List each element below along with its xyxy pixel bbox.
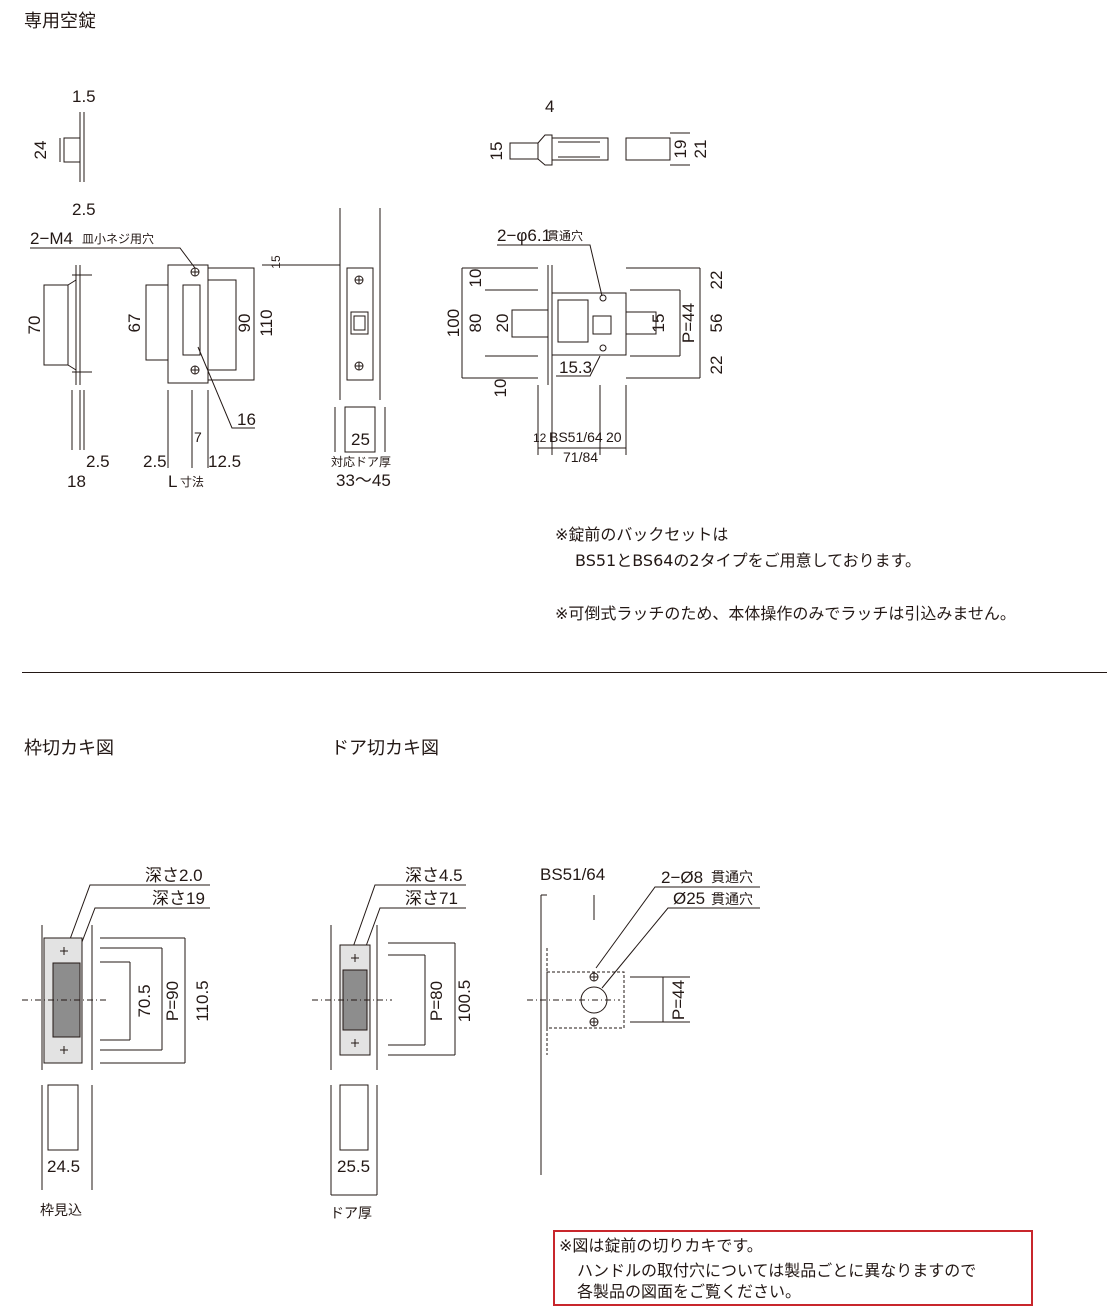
dim-lock-20b: 20 bbox=[606, 429, 622, 445]
dim-screw: 2−M4 bbox=[30, 229, 73, 248]
frame-cut-view bbox=[22, 925, 186, 1190]
dim-strike-2-5: 2.5 bbox=[72, 200, 96, 219]
dim-frame-depth19: 深さ19 bbox=[152, 889, 205, 908]
dim-lock-p44: P=44 bbox=[679, 303, 698, 343]
dim-lock-12: 12 bbox=[533, 431, 547, 445]
dim-door-depth4-5: 深さ4.5 bbox=[405, 866, 463, 885]
dim-strike-12-5: 12.5 bbox=[208, 452, 241, 471]
dim-hole-8: 2−Ø8 bbox=[661, 868, 703, 887]
note-backset-2: BS51とBS64の2タイプをご用意しております。 bbox=[575, 551, 922, 570]
dim-frame-p90: P=90 bbox=[163, 981, 182, 1021]
dim-door-depth71: 深さ71 bbox=[405, 889, 458, 908]
dim-lock-10a: 10 bbox=[466, 269, 485, 288]
dim-lock-hole: 2−φ6.1 bbox=[497, 226, 551, 245]
dim-hole-25: Ø25 bbox=[673, 889, 705, 908]
dim-hole-8-note: 貫通穴 bbox=[711, 869, 753, 885]
dim-lock-bs: BS51/64 bbox=[549, 429, 603, 445]
dim-strike-67: 67 bbox=[125, 314, 144, 333]
caution-line-3: 各製品の図面をご覧ください。 bbox=[577, 1282, 802, 1301]
dim-lock-19: 19 bbox=[671, 140, 690, 159]
caution-line-2: ハンドルの取付穴については製品ごとに異なりますので bbox=[577, 1261, 977, 1280]
dim-strike-70: 70 bbox=[25, 316, 44, 335]
dim-lock-22a: 22 bbox=[707, 271, 726, 290]
title-door-cut: ドア切カキ図 bbox=[331, 738, 439, 759]
dim-strike-90: 90 bbox=[235, 314, 254, 333]
dim-door-25: 25 bbox=[351, 430, 370, 449]
dim-lock-22b: 22 bbox=[707, 356, 726, 375]
dim-lock-15-3: 15.3 bbox=[559, 358, 592, 377]
dim-strike-110: 110 bbox=[257, 309, 276, 336]
dim-lock-80: 80 bbox=[466, 314, 485, 333]
dim-strike-1-5: 1.5 bbox=[72, 87, 96, 106]
dim-frame-depth-label: 枠見込 bbox=[40, 1202, 82, 1218]
section-divider bbox=[22, 672, 1107, 673]
caution-box: ※図は錠前の切りカキです。 ハンドルの取付穴については製品ごとに異なりますので … bbox=[553, 1230, 1033, 1306]
dim-door-thk-label2: ドア厚 bbox=[330, 1205, 372, 1221]
dim-strike-24: 24 bbox=[31, 141, 50, 160]
dim-frame-depth2: 深さ2.0 bbox=[145, 866, 203, 885]
door-cut-view bbox=[312, 925, 456, 1196]
lock-top-view bbox=[509, 132, 690, 166]
dim-hole-p44: P=44 bbox=[669, 980, 688, 1020]
note-backset-1: ※錠前のバックセットは bbox=[555, 525, 729, 544]
dim-strike-2-5c: 2.5 bbox=[143, 452, 167, 471]
caution-line-1: ※図は錠前の切りカキです。 bbox=[559, 1236, 763, 1255]
dim-frame-70-5: 70.5 bbox=[135, 984, 154, 1017]
title-frame-cut: 枠切カキ図 bbox=[24, 738, 114, 759]
note-latch: ※可倒式ラッチのため、本体操作のみでラッチは引込みません。 bbox=[555, 604, 1016, 623]
dim-door-25-5: 25.5 bbox=[337, 1157, 370, 1176]
dim-lock-100: 100 bbox=[444, 309, 463, 337]
dim-lock-total: 71/84 bbox=[563, 449, 598, 465]
dim-strike-16: 16 bbox=[237, 410, 256, 429]
title-main: 専用空錠 bbox=[24, 11, 96, 32]
dim-screw-note: 皿小ネジ用穴 bbox=[82, 231, 154, 246]
dim-door-p80: P=80 bbox=[427, 981, 446, 1021]
dim-lock-56: 56 bbox=[707, 314, 726, 333]
dim-strike-lsize-sub: 寸法 bbox=[180, 475, 204, 489]
dim-strike-lsize: L bbox=[168, 472, 177, 491]
dim-lock-hole-note: 貫通穴 bbox=[547, 228, 583, 243]
dim-hole-bs: BS51/64 bbox=[540, 865, 605, 884]
strike-side-view bbox=[59, 112, 85, 182]
dim-lock-20: 20 bbox=[493, 314, 512, 333]
dim-door-range: 33〜45 bbox=[336, 471, 391, 490]
dim-strike-2-5b: 2.5 bbox=[86, 452, 110, 471]
dim-strike-7: 7 bbox=[194, 429, 202, 445]
dim-lock-4: 4 bbox=[545, 97, 554, 116]
dim-lock-15: 15 bbox=[487, 142, 506, 161]
dim-lock-15b: 15 bbox=[649, 314, 668, 333]
dim-door-thk-label: 対応ドア厚 bbox=[331, 455, 391, 469]
dim-frame-110-5: 110.5 bbox=[193, 980, 212, 1021]
handle-hole-view bbox=[527, 894, 690, 1175]
strike-front-view bbox=[145, 264, 255, 468]
dim-lock-21: 21 bbox=[691, 140, 710, 159]
dim-strike-18: 18 bbox=[67, 472, 86, 491]
lock-front-view bbox=[461, 265, 701, 455]
dim-door-100-5: 100.5 bbox=[455, 980, 474, 1023]
door-face-view bbox=[334, 208, 386, 453]
dim-lock-10b: 10 bbox=[491, 379, 510, 398]
dim-hole-25-note: 貫通穴 bbox=[711, 891, 753, 907]
dim-frame-24-5: 24.5 bbox=[47, 1157, 80, 1176]
dim-strike-15: 15 bbox=[269, 255, 283, 269]
strike-frame-view bbox=[43, 265, 92, 450]
